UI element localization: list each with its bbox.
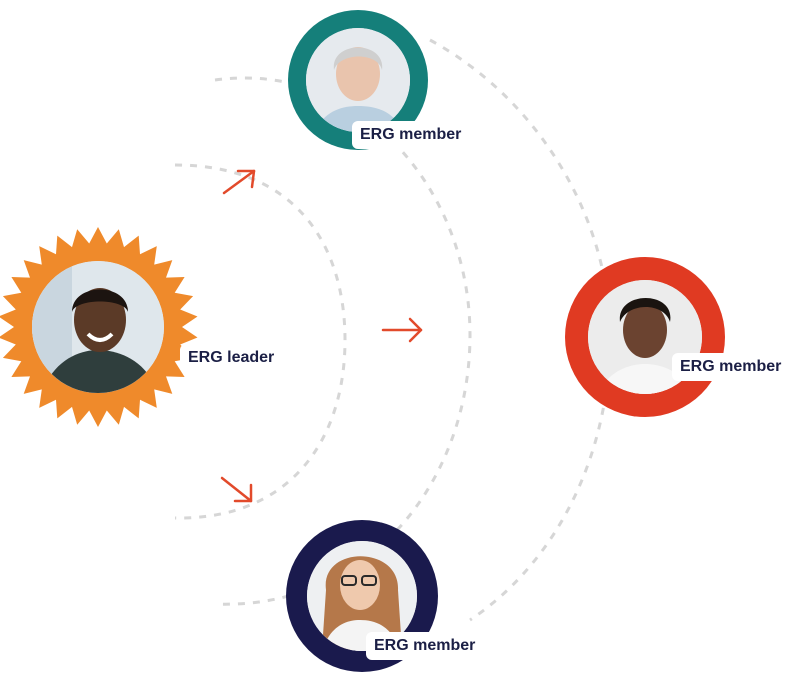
arrow-up-right-icon <box>222 169 256 195</box>
arrow-down-right-icon <box>220 476 253 503</box>
leader-avatar <box>32 261 164 393</box>
flow-arrows <box>220 169 423 503</box>
connector-arc-middle <box>214 76 472 606</box>
member-right-label: ERG member <box>672 353 790 381</box>
arrow-right-icon <box>381 317 423 343</box>
member-right-node <box>565 257 725 417</box>
leader-node <box>0 227 198 427</box>
connector-arc-inner <box>174 163 347 520</box>
member-top-label: ERG member <box>352 121 470 149</box>
member-top-node <box>288 10 428 150</box>
member-bottom-label: ERG member <box>366 632 484 660</box>
leader-label: ERG leader <box>180 344 283 372</box>
